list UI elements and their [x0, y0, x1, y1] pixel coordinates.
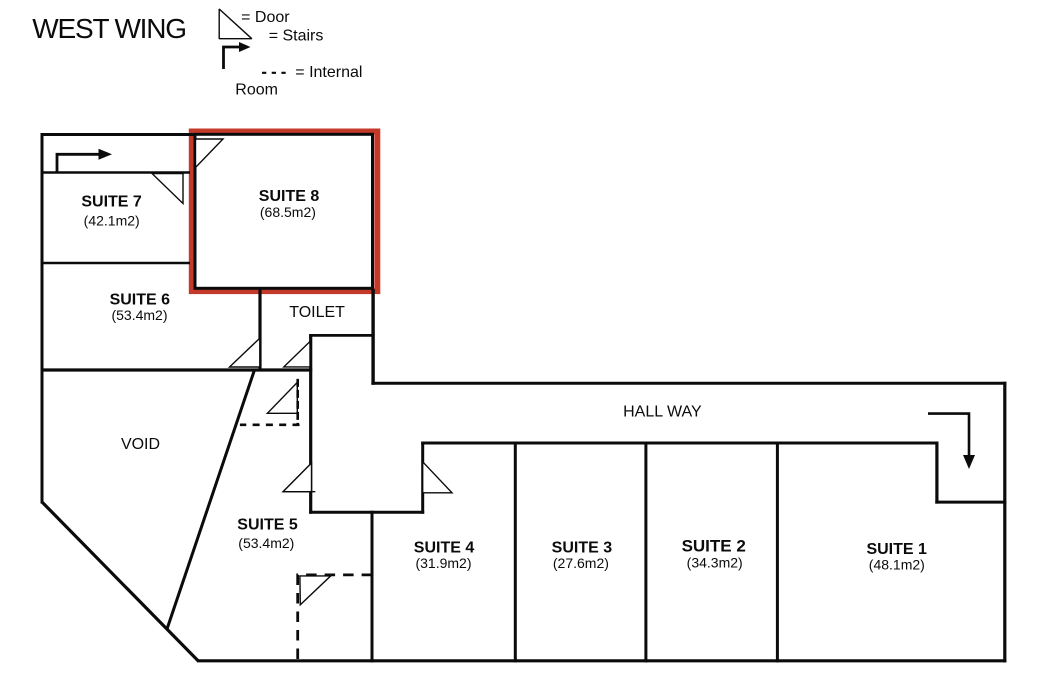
svg-text:= Stairs: = Stairs [269, 27, 324, 44]
svg-text:SUITE 3: SUITE 3 [552, 539, 613, 556]
svg-text:(31.9m2): (31.9m2) [415, 555, 471, 571]
svg-text:WEST WING: WEST WING [32, 13, 186, 44]
svg-text:SUITE 4: SUITE 4 [414, 539, 475, 556]
svg-text:SUITE 5: SUITE 5 [237, 517, 298, 534]
svg-text:SUITE 7: SUITE 7 [81, 193, 142, 210]
svg-text:= Internal: = Internal [295, 64, 362, 81]
svg-text:SUITE 2: SUITE 2 [682, 537, 746, 556]
svg-text:TOILET: TOILET [289, 304, 345, 321]
svg-text:SUITE 8: SUITE 8 [259, 188, 320, 205]
svg-text:(27.6m2): (27.6m2) [553, 555, 609, 571]
svg-text:(68.5m2): (68.5m2) [260, 204, 316, 220]
svg-text:(34.3m2): (34.3m2) [687, 555, 743, 571]
svg-text:SUITE 6: SUITE 6 [110, 292, 171, 309]
svg-text:(53.4m2): (53.4m2) [111, 307, 167, 323]
svg-text:HALL WAY: HALL WAY [623, 404, 702, 421]
svg-text:(42.1m2): (42.1m2) [84, 212, 140, 228]
svg-text:(48.1m2): (48.1m2) [869, 557, 925, 573]
svg-text:(53.4m2): (53.4m2) [238, 535, 294, 551]
svg-text:Room: Room [235, 82, 278, 99]
svg-text:SUITE 1: SUITE 1 [866, 541, 927, 558]
svg-text:VOID: VOID [121, 436, 160, 453]
svg-text:= Door: = Door [241, 9, 290, 26]
